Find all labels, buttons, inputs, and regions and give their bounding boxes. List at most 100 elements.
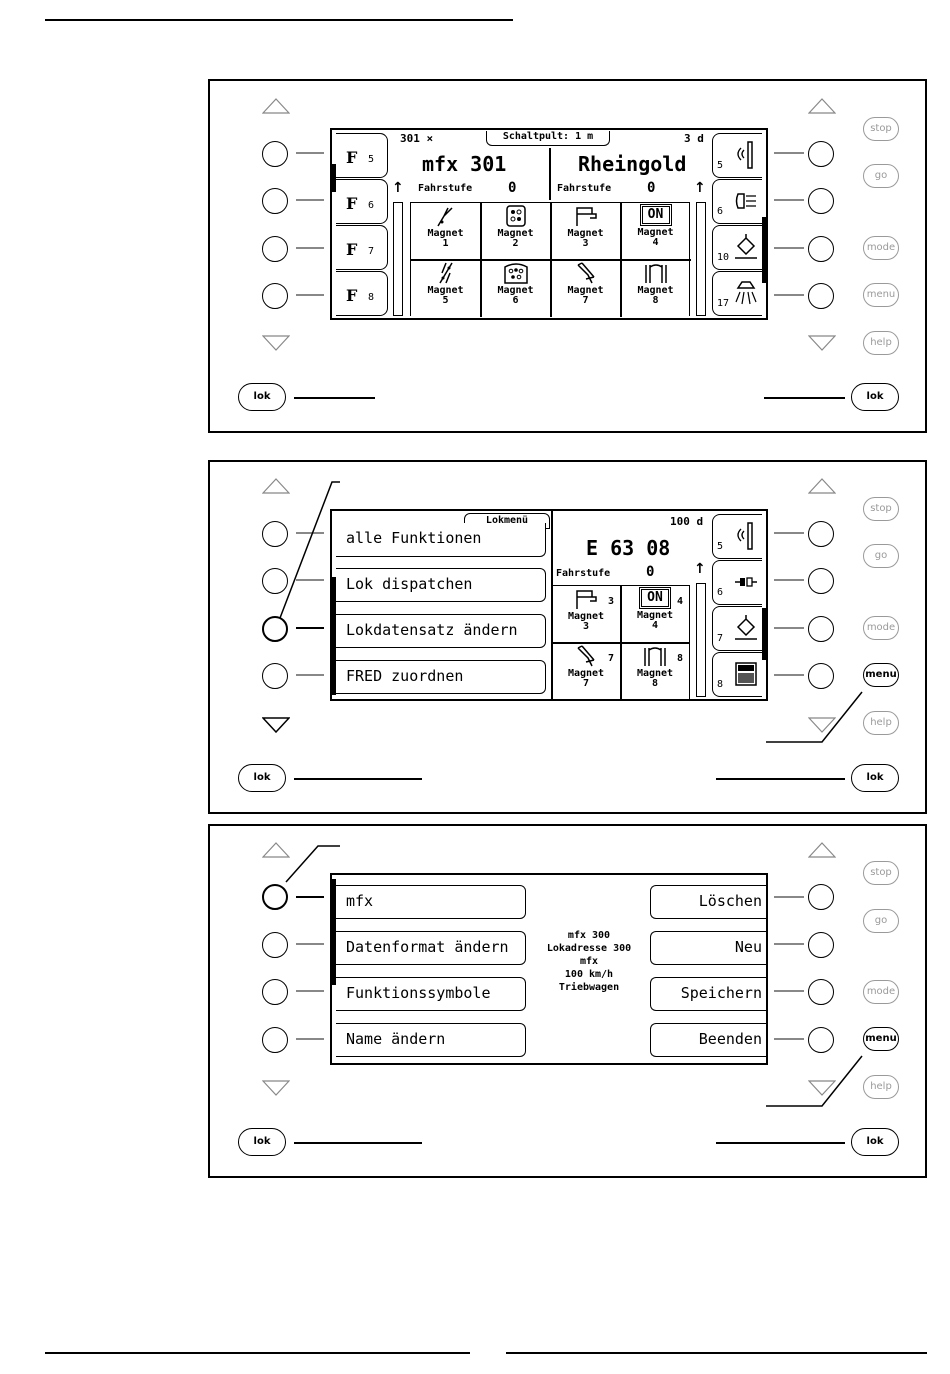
left-softkey-4[interactable] [262, 663, 288, 689]
function-key-7[interactable]: 7 [712, 606, 762, 651]
right-softkey-1[interactable] [808, 141, 834, 167]
menu-button[interactable]: menu [863, 283, 899, 307]
pantograph-icon [735, 234, 757, 259]
right-softkey-4[interactable] [808, 663, 834, 689]
help-button[interactable]: help [863, 711, 899, 735]
mode-button[interactable]: mode [863, 236, 899, 260]
menu-item-lokdatensatz-aendern[interactable]: Lokdatensatz ändern [336, 614, 546, 648]
menu-item-funktionssymbole[interactable]: Funktionssymbole [336, 977, 526, 1011]
right-softkey-1[interactable] [808, 521, 834, 547]
menu-item-name-aendern[interactable]: Name ändern [336, 1023, 526, 1057]
go-button[interactable]: go [863, 909, 899, 933]
right-softkey-2[interactable] [808, 932, 834, 958]
menu-item-fred-zuordnen[interactable]: FRED zuordnen [336, 660, 546, 694]
scroll-down-right-icon[interactable] [808, 717, 836, 733]
left-softkey-2[interactable] [262, 932, 288, 958]
right-softkey-3[interactable] [808, 979, 834, 1005]
screen-divider [549, 148, 551, 200]
loco-name: E 63 08 [586, 536, 671, 560]
scroll-up-right-icon[interactable] [808, 478, 836, 494]
menu-button[interactable]: menu [863, 663, 899, 687]
help-button[interactable]: help [863, 1075, 899, 1099]
left-softkey-1[interactable] [262, 884, 288, 910]
scroll-down-icon[interactable] [262, 717, 290, 733]
menu-item-lok-dispatchen[interactable]: Lok dispatchen [336, 568, 546, 602]
scroll-down-right-icon[interactable] [808, 1080, 836, 1096]
scroll-up-icon[interactable] [262, 478, 290, 494]
softkey-connector [774, 247, 804, 249]
menu-item-mfx[interactable]: mfx [336, 885, 526, 919]
lok-left-button[interactable]: lok [238, 383, 286, 411]
lok-right-button[interactable]: lok [851, 383, 899, 411]
right-softkey-4[interactable] [808, 283, 834, 309]
lok-right-button[interactable]: lok [851, 764, 899, 792]
stop-button[interactable]: stop [863, 117, 899, 141]
right-softkey-2[interactable] [808, 568, 834, 594]
menu-button[interactable]: menu [863, 1027, 899, 1051]
function-key-6[interactable]: 6 [712, 179, 762, 224]
left-softkey-4[interactable] [262, 1027, 288, 1053]
scroll-up-icon[interactable] [262, 842, 290, 858]
scroll-down-right-icon[interactable] [808, 335, 836, 351]
function-key-5[interactable]: 5 [712, 133, 762, 178]
function-key-8[interactable]: 8 [712, 652, 762, 697]
mode-button[interactable]: mode [863, 616, 899, 640]
right-softkey-2[interactable] [808, 188, 834, 214]
menu-item-neu[interactable]: Neu [650, 931, 766, 965]
function-key-17[interactable]: 17 [712, 271, 762, 316]
left-softkey-3[interactable] [262, 616, 288, 642]
menu-item-beenden[interactable]: Beenden [650, 1023, 766, 1057]
lok-left-button[interactable]: lok [238, 764, 286, 792]
menu-item-alle-funktionen[interactable]: alle Funktionen [336, 523, 546, 557]
left-softkey-1[interactable] [262, 141, 288, 167]
magnet-number: 6 [512, 295, 519, 306]
right-softkey-1[interactable] [808, 884, 834, 910]
scroll-down-icon[interactable] [262, 335, 290, 351]
right-softkey-3[interactable] [808, 236, 834, 262]
lok-right-button[interactable]: lok [851, 1128, 899, 1156]
help-button[interactable]: help [863, 331, 899, 355]
function-key-5[interactable]: 5 [712, 514, 762, 559]
left-softkey-3[interactable] [262, 236, 288, 262]
lok-left-button[interactable]: lok [238, 1128, 286, 1156]
scroll-down-icon[interactable] [262, 1080, 290, 1096]
left-softkey-4[interactable] [262, 283, 288, 309]
go-button[interactable]: go [863, 164, 899, 188]
softkey-connector [296, 294, 324, 296]
menu-item-datenformat-aendern[interactable]: Datenformat ändern [336, 931, 526, 965]
function-key-6[interactable]: 6 [712, 560, 762, 605]
right-softkey-4[interactable] [808, 1027, 834, 1053]
left-softkey-2[interactable] [262, 188, 288, 214]
left-softkey-1[interactable] [262, 521, 288, 547]
go-button[interactable]: go [863, 544, 899, 568]
stop-button[interactable]: stop [863, 861, 899, 885]
function-key-10[interactable]: 10 [712, 225, 762, 270]
right-softkey-3[interactable] [808, 616, 834, 642]
menu-item-speichern[interactable]: Speichern [650, 977, 766, 1011]
scroll-up-right-icon[interactable] [808, 842, 836, 858]
menu-item-loeschen[interactable]: Löschen [650, 885, 766, 919]
left-softkey-3[interactable] [262, 979, 288, 1005]
scroll-up-icon[interactable] [262, 98, 290, 114]
stop-button[interactable]: stop [863, 497, 899, 521]
left-softkey-2[interactable] [262, 568, 288, 594]
scroll-up-right-icon[interactable] [808, 98, 836, 114]
mode-button[interactable]: mode [863, 980, 899, 1004]
view-tab[interactable]: Schaltpult: 1 m [486, 131, 610, 146]
